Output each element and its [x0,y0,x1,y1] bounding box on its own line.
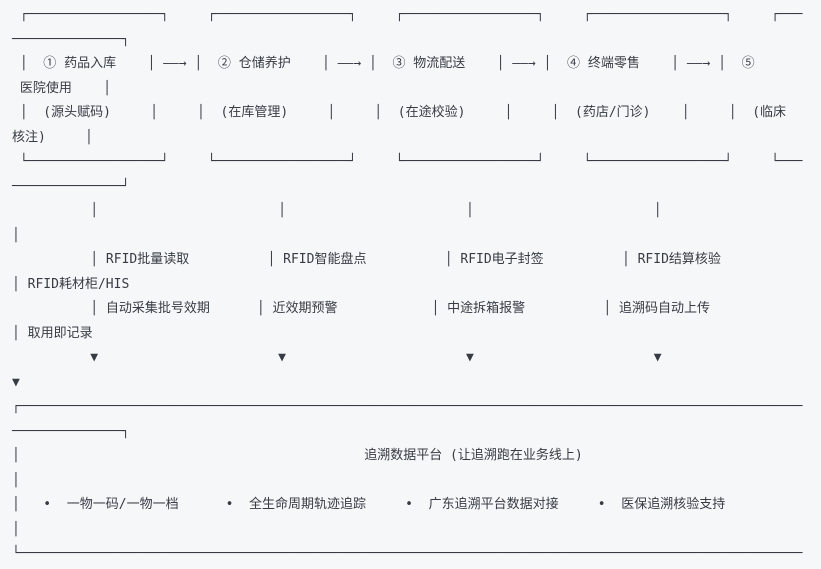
diagram-line: ┌───────────────────────────────────────… [12,399,803,414]
diagram-line: └─────────────────┘ └─────────────────┘ … [12,154,803,169]
diagram-line: │ RFID批量读取 │ RFID智能盘点 │ RFID电子封签 │ RFID结… [12,252,721,267]
diagram-line: │ │ │ │ [12,203,662,218]
diagram-line: └───────────────────────────────────────… [12,546,803,561]
diagram-line: ──────────────┘ [12,178,130,194]
diagram-line: ──────────────┐ [12,31,130,47]
diagram-line: ──────────────┐ [12,423,130,439]
diagram-line: │ RFID耗材柜/HIS [12,276,130,292]
diagram-line: │ • 一物一码/一物一档 • 全生命周期轨迹追踪 • 广东追溯平台数据对接 •… [12,497,726,512]
diagram-line: │ 追溯数据平台 (让追溯跑在业务线上) [12,448,583,463]
diagram-line: │ [12,227,20,243]
diagram-line: 核注) │ [12,129,93,145]
diagram-line: ┌─────────────────┐ ┌─────────────────┐ … [12,7,803,22]
diagram-line: 医院使用 │ [12,80,111,96]
diagram-line: ▼ [12,374,20,390]
diagram-line: │ 取用即记录 [12,325,93,341]
diagram-line: │ 自动采集批号效期 │ 近效期预警 │ 中途拆箱报警 │ 追溯码自动上传 [12,301,711,316]
diagram-line: │ [12,472,20,488]
diagram-line: │ ① 药品入库 │ ——→ │ ② 仓储养护 │ ——→ │ ③ 物流配送 │… [12,56,755,71]
diagram-line: │ (源头赋码) │ │ (在库管理) │ │ (在途校验) │ │ (药店/门… [12,105,787,120]
diagram-line: │ [12,521,20,537]
diagram-line: ▼ ▼ ▼ ▼ [12,350,662,365]
